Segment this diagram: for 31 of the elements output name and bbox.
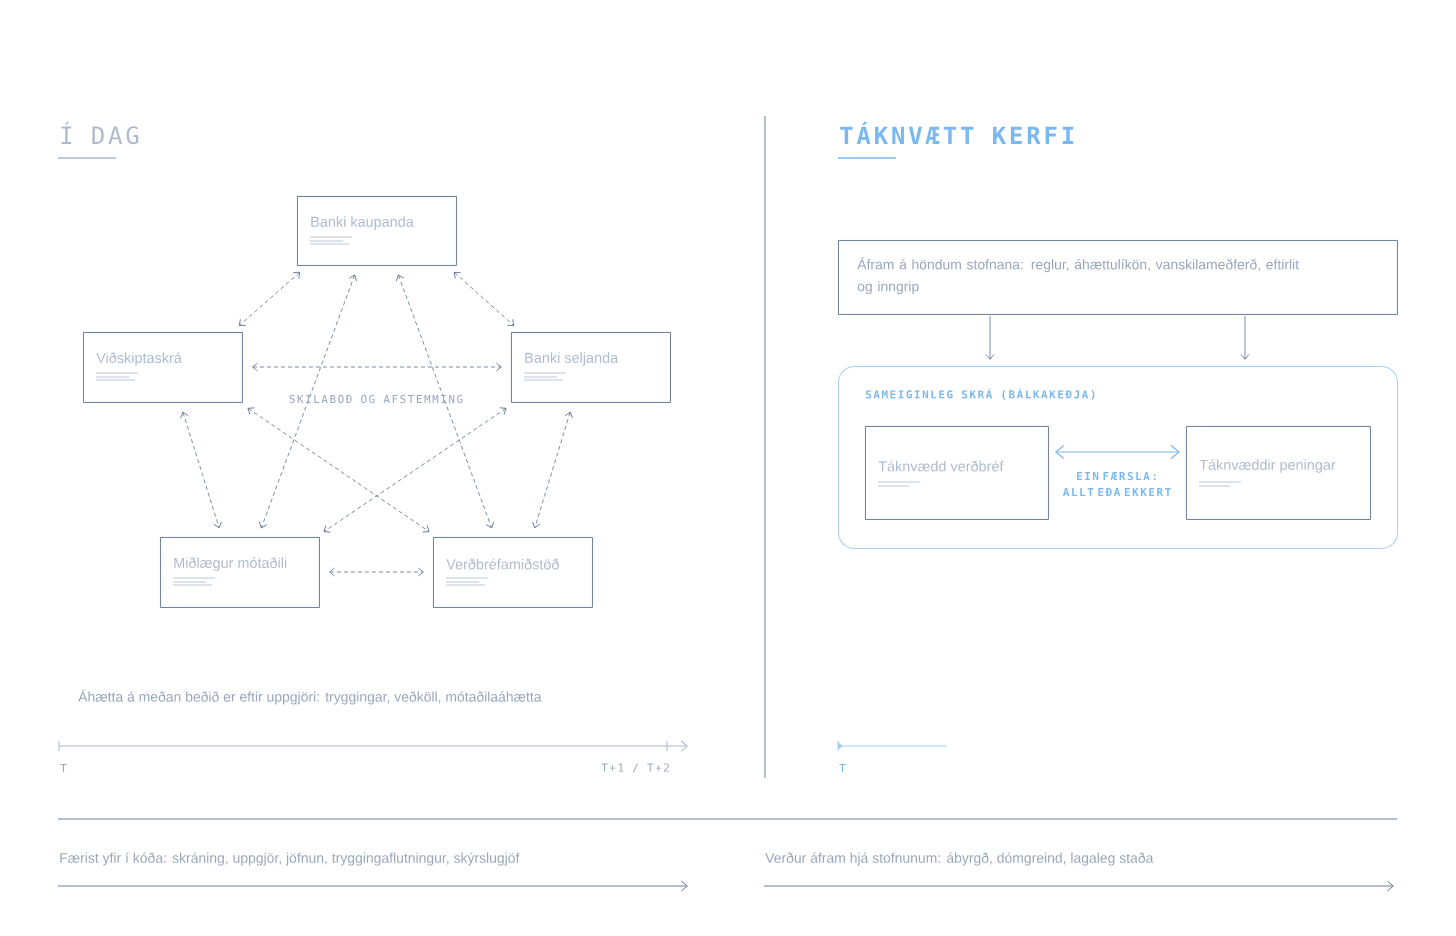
summary-text: Verður áfram hjá stofnunum: ábyrgð, dómgreind, lagaleg staða	[765, 852, 1154, 866]
axis-label: T	[839, 764, 846, 772]
arrow	[985, 315, 995, 360]
entity-box: Táknvæddir peningar	[1186, 426, 1371, 520]
note-box: Áfram á höndum stofnana: reglur, áhættulíkön, vanskilameðferð, eftirlit og inngrip	[838, 240, 1398, 315]
arrow	[453, 271, 515, 326]
edge-label: EIN FÆRSLA: ALLT EÐA EKKERT	[1051, 470, 1183, 498]
network-label: SKILABOÐ OG AFSTEMMING	[289, 394, 463, 404]
arrow	[180, 411, 222, 529]
summary-text: Færist yfir í kóða: skráning, uppgjör, jöfnun, tryggingaflutningur, skýrslugjöf	[60, 852, 520, 866]
entity-box: Banki kaupanda	[297, 196, 457, 266]
arrow	[329, 567, 424, 577]
axis-label: T+1 / T+2	[601, 763, 669, 773]
arrow	[532, 411, 573, 529]
entity-box: Táknvædd verðbréf	[865, 426, 1049, 520]
section-heading: TÁKNVÆTT KERFI	[840, 121, 1074, 145]
arrow	[323, 407, 507, 533]
axis-label: T	[60, 764, 67, 772]
arrow	[1240, 315, 1250, 360]
arrow	[238, 271, 301, 327]
arrow	[258, 274, 358, 529]
arrow	[252, 362, 502, 372]
entity-box: Viðskiptaskrá	[83, 332, 243, 403]
section-heading: Í DAG	[61, 121, 139, 145]
arrow	[395, 274, 495, 529]
risk-note: Áhætta á meðan beðið er eftir uppgjöri: tryggingar, veðköll, mótaðilaáhætta	[78, 689, 542, 705]
arrow	[247, 407, 430, 533]
arrow	[1054, 444, 1181, 460]
entity-box: Verðbréfamiðstöð	[433, 537, 593, 608]
entity-box: Banki seljanda	[511, 332, 671, 403]
entity-box: Miðlægur mótaðili	[160, 537, 320, 608]
